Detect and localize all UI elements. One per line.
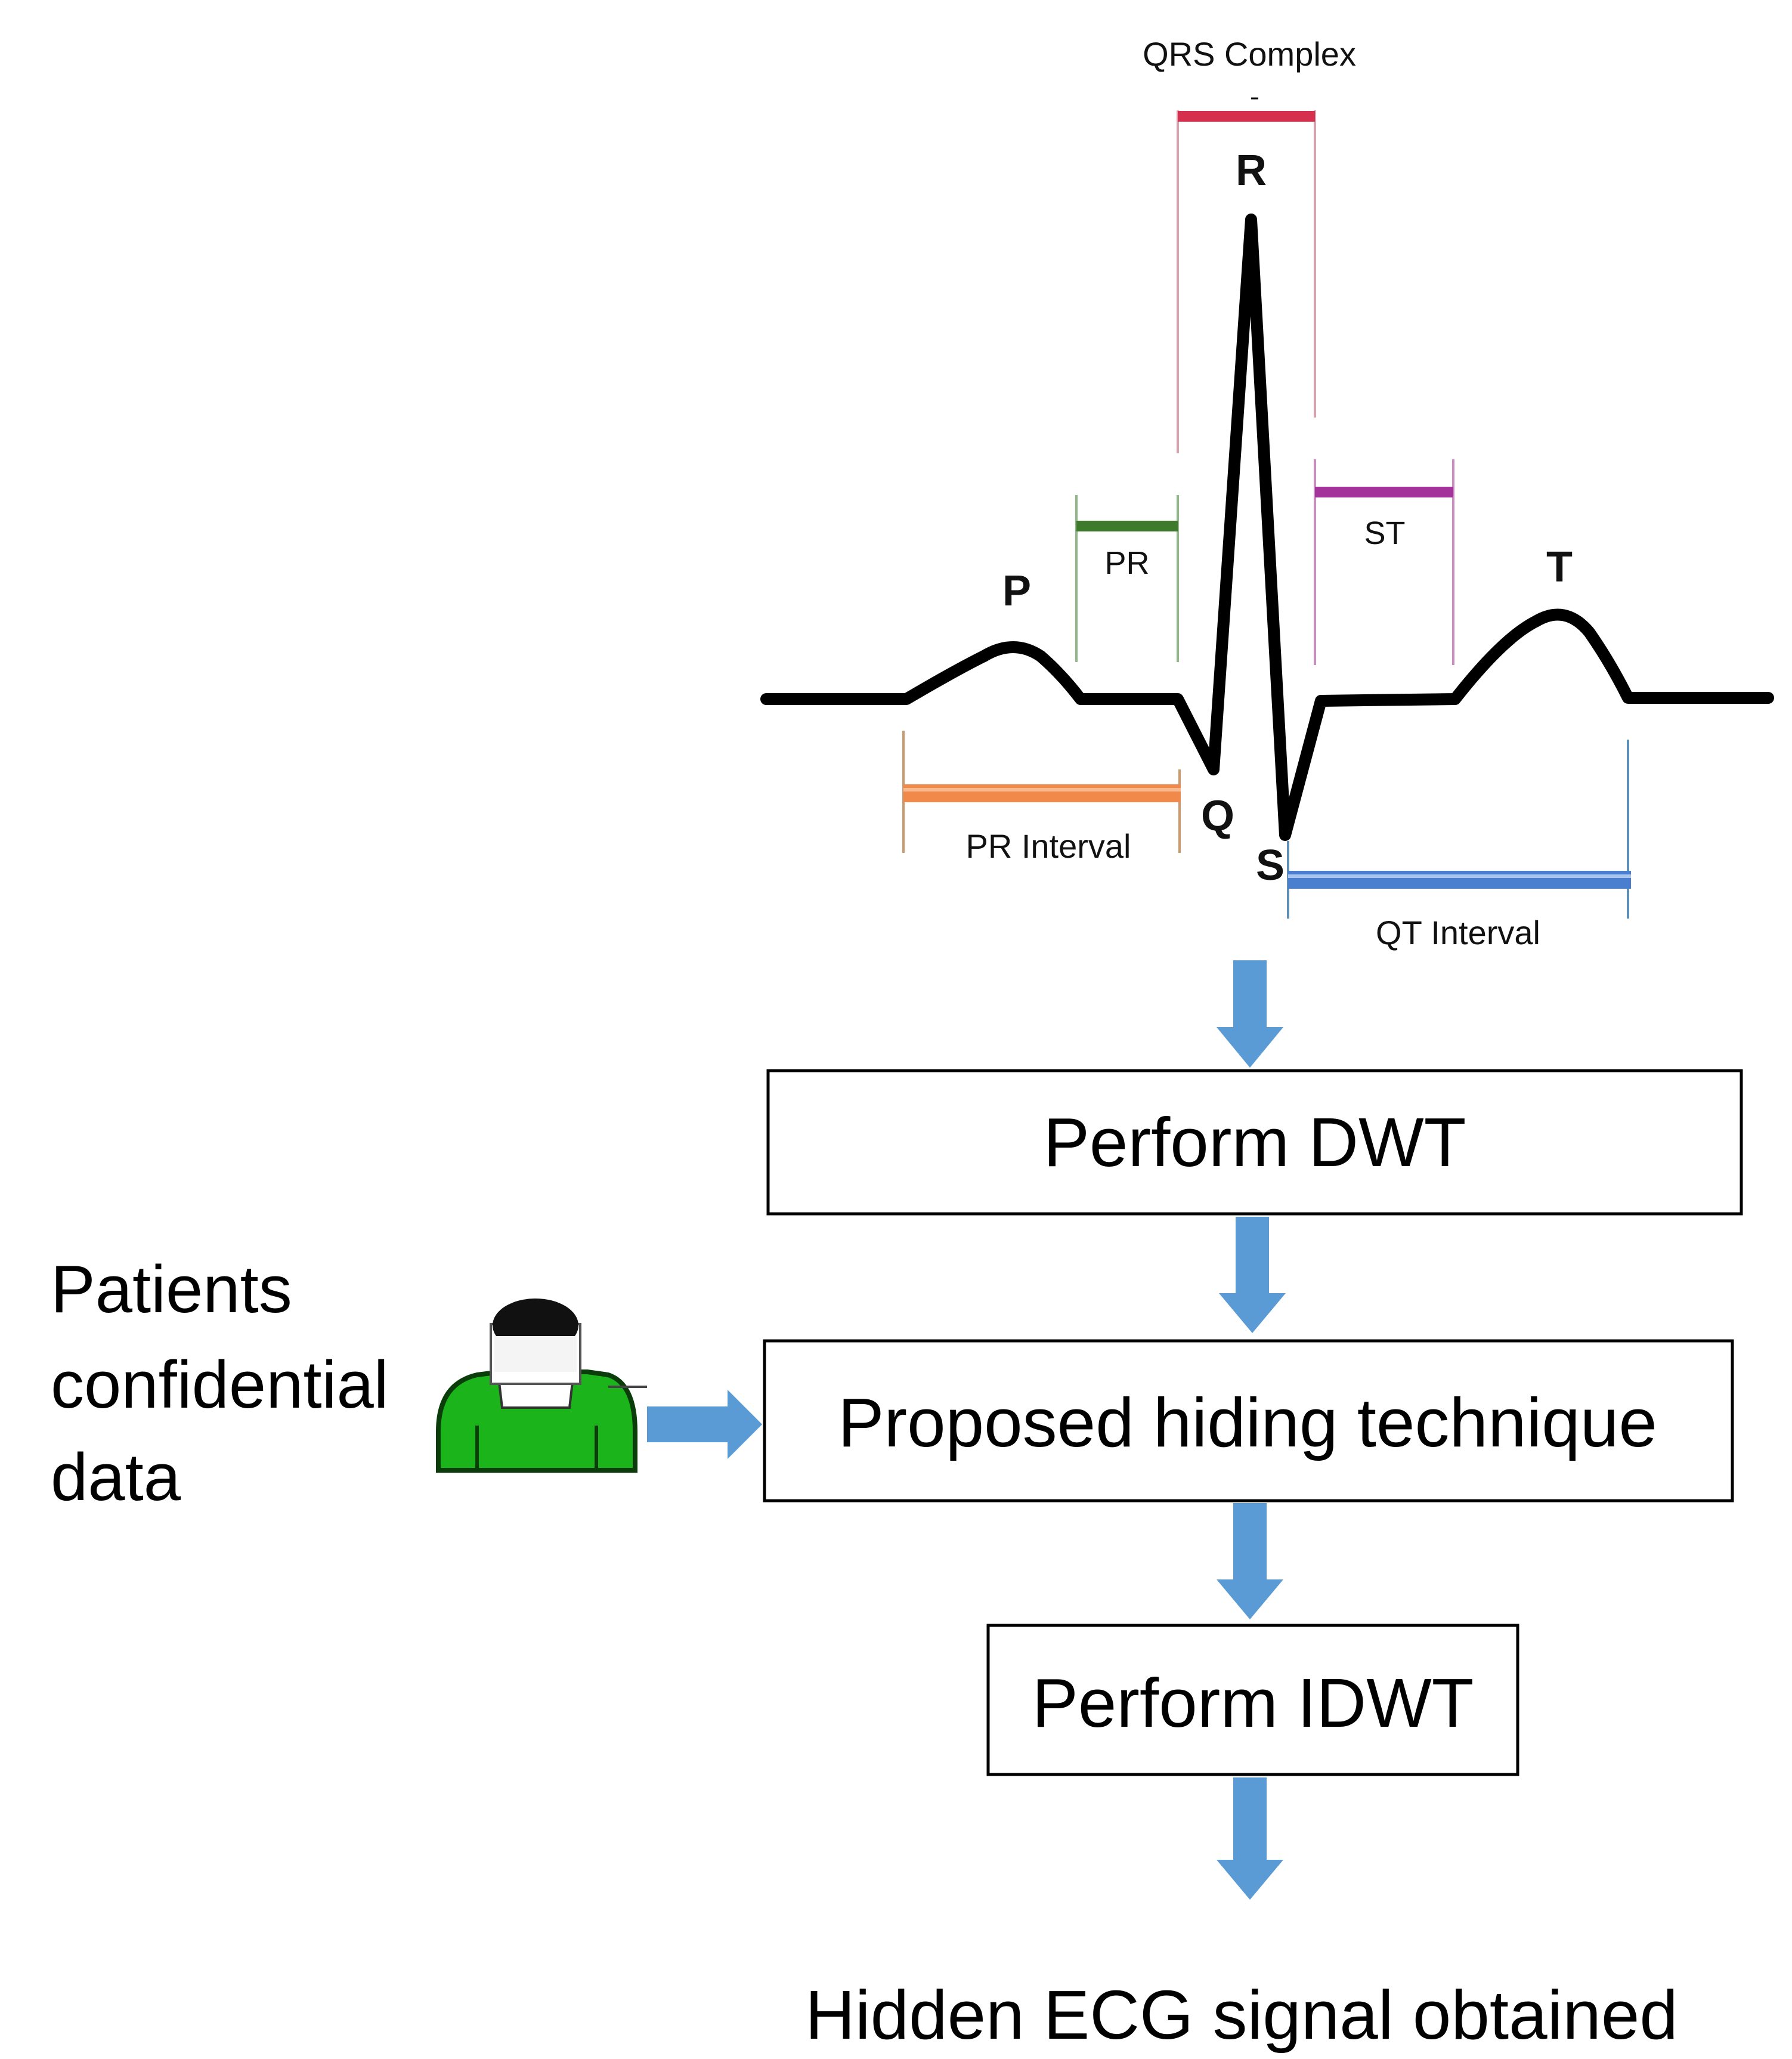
t-wave-label: T	[1546, 543, 1573, 591]
arrow-down-to-hiding	[1219, 1217, 1286, 1333]
step-label-hiding: Proposed hiding technique	[838, 1384, 1657, 1461]
p-wave-label: P	[1002, 567, 1031, 615]
step-perform-dwt: Perform DWT	[766, 1069, 1743, 1216]
step-box-idwt	[986, 1624, 1519, 1776]
ecg-waveform-figure: QRS Complex PR ST PR Interval	[760, 35, 1774, 951]
qt-interval-bracket: QT Interval	[1287, 740, 1631, 951]
pr-interval-bracket: PR Interval	[902, 731, 1181, 865]
qt-interval-label: QT Interval	[1376, 914, 1540, 951]
patient-data-input: Patients confidential data	[51, 1252, 762, 1514]
pr-segment-bracket: PR	[1075, 495, 1179, 662]
patient-icon	[436, 1299, 647, 1473]
arrow-down-to-dwt	[1217, 960, 1283, 1068]
pr-interval-label: PR Interval	[966, 827, 1131, 865]
q-wave-label: Q	[1201, 792, 1234, 840]
input-label-line-1: Patients	[51, 1252, 292, 1327]
step-box-hiding	[763, 1339, 1734, 1502]
ecg-trace	[760, 214, 1774, 841]
st-segment-label: ST	[1364, 515, 1405, 551]
r-wave-label: R	[1236, 147, 1267, 194]
qrs-complex-bracket: QRS Complex	[1143, 35, 1356, 453]
step-perform-idwt: Perform IDWT	[986, 1624, 1519, 1776]
s-wave-label: S	[1256, 842, 1285, 889]
input-label-line-2: confidential	[51, 1347, 389, 1422]
st-segment-bracket: ST	[1314, 459, 1454, 665]
input-label-line-3: data	[51, 1440, 181, 1514]
step-label-idwt: Perform IDWT	[1032, 1664, 1474, 1742]
process-flow: Perform DWT Proposed hiding technique Pe…	[51, 960, 1743, 2054]
result-label: Hidden ECG signal obtained	[805, 1976, 1678, 2054]
arrow-down-to-idwt	[1217, 1503, 1283, 1619]
arrow-down-to-result	[1217, 1777, 1283, 1900]
qrs-complex-label: QRS Complex	[1143, 35, 1356, 73]
step-proposed-hiding-technique: Proposed hiding technique	[763, 1339, 1734, 1502]
arrow-right-to-hiding	[647, 1390, 762, 1459]
pr-segment-label: PR	[1104, 545, 1149, 581]
step-box-dwt	[766, 1069, 1743, 1216]
step-label-dwt: Perform DWT	[1044, 1103, 1466, 1181]
